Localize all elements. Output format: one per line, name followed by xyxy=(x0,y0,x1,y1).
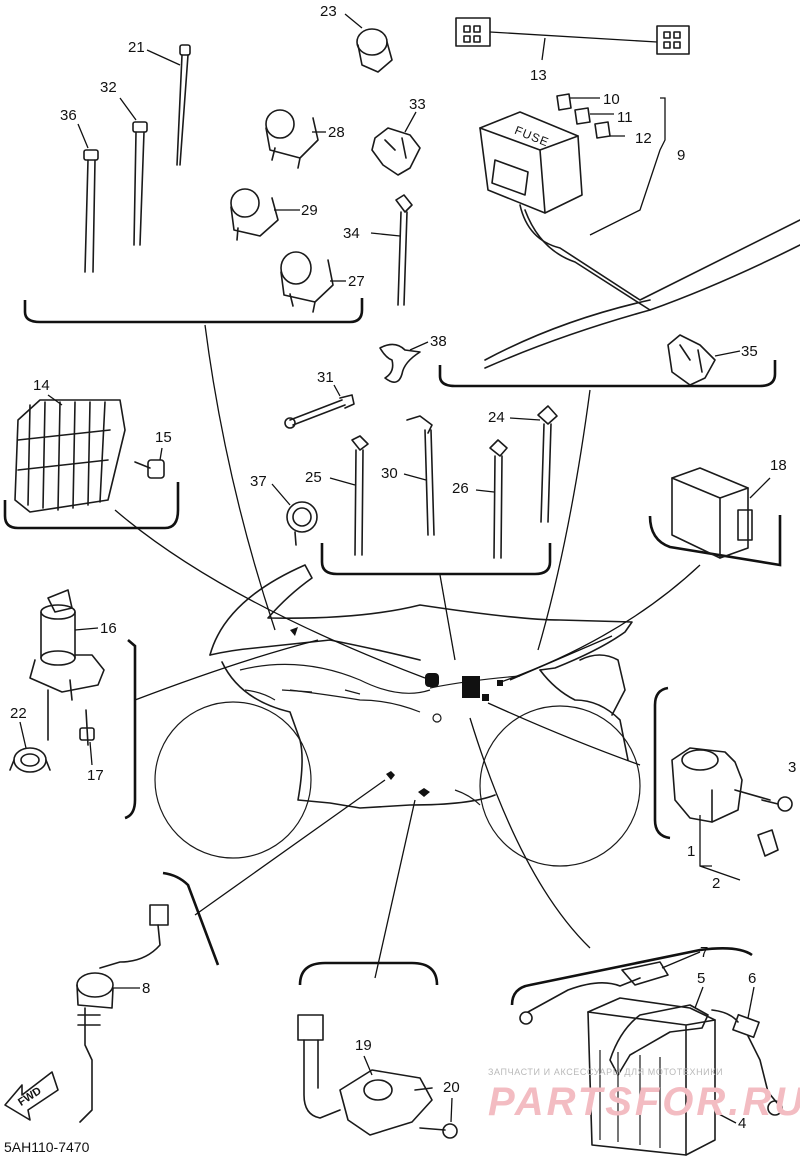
callout-17: 17 xyxy=(87,767,104,784)
callout-1: 1 xyxy=(687,843,695,860)
battery-lead-6 xyxy=(711,1009,783,1116)
leader-relay-group xyxy=(699,815,741,881)
ground-lead-31 xyxy=(284,394,355,429)
cable-tie-36 xyxy=(83,149,99,273)
watermark-line2: PARTSFOR.RU xyxy=(488,1080,800,1124)
coupler-13 xyxy=(455,17,690,55)
callout-6: 6 xyxy=(748,970,756,987)
cable-tie-26 xyxy=(489,439,508,559)
group-bracket-left-key xyxy=(124,639,137,820)
callout-4: 4 xyxy=(738,1115,746,1132)
main-switch-16 xyxy=(29,589,105,741)
callout-37: 37 xyxy=(250,473,267,490)
holder-37 xyxy=(286,501,318,546)
callout-20: 20 xyxy=(443,1079,460,1096)
group-bracket-right-relay xyxy=(653,686,671,840)
clamp-27 xyxy=(280,251,334,313)
callout-27: 27 xyxy=(348,273,365,290)
callout-labels: 1 2 3 4 5 6 7 8 9 10 11 12 13 14 15 16 1… xyxy=(10,3,796,1132)
battery-lead-7 xyxy=(519,961,669,1025)
clamp-23 xyxy=(356,28,393,73)
callout-22: 22 xyxy=(10,705,27,722)
bolt-3 xyxy=(761,796,793,812)
battery-band-5 xyxy=(609,1004,709,1076)
cable-tie-30 xyxy=(406,415,435,536)
callout-32: 32 xyxy=(100,79,117,96)
group-bracket-lower-left xyxy=(162,871,220,966)
relay-18 xyxy=(671,467,753,559)
cable-tie-24 xyxy=(537,405,558,523)
group-bracket-lower-right xyxy=(510,947,753,1006)
callout-35: 35 xyxy=(741,343,758,360)
cable-tie-21 xyxy=(176,44,191,166)
clip-33 xyxy=(371,127,421,176)
callout-8: 8 xyxy=(142,980,150,997)
callout-18: 18 xyxy=(770,457,787,474)
callout-7: 7 xyxy=(700,944,708,961)
callout-25: 25 xyxy=(305,469,322,486)
cover-2 xyxy=(757,829,779,857)
callout-26: 26 xyxy=(452,480,469,497)
callout-33: 33 xyxy=(409,96,426,113)
group-bracket-right-upper xyxy=(648,515,782,567)
fuse-12 xyxy=(594,121,611,139)
callout-10: 10 xyxy=(603,91,620,108)
bolt-17 xyxy=(79,709,95,746)
callout-3: 3 xyxy=(788,759,796,776)
cable-tie-34 xyxy=(395,194,413,306)
fuse-label: FUSE xyxy=(513,123,552,149)
callout-36: 36 xyxy=(60,107,77,124)
rectifier-regulator-14 xyxy=(14,399,126,513)
cable-tie-25 xyxy=(351,435,369,556)
group-bracket-middle xyxy=(320,543,552,576)
bracket-22 xyxy=(9,747,51,773)
callout-19: 19 xyxy=(355,1037,372,1054)
fwd-label: FWD xyxy=(16,1085,44,1109)
callout-28: 28 xyxy=(328,124,345,141)
callout-12: 12 xyxy=(635,130,652,147)
fuse-10 xyxy=(556,93,572,111)
clip-38 xyxy=(379,343,421,383)
motorcycle-outline xyxy=(154,564,641,867)
callout-29: 29 xyxy=(301,202,318,219)
clip-35 xyxy=(667,334,716,386)
group-bracket-top-left xyxy=(23,298,364,324)
drawing-code: 5AH110-7470 xyxy=(4,1139,90,1155)
leader-lines xyxy=(114,324,701,979)
callout-leaders xyxy=(19,13,771,1124)
callout-5: 5 xyxy=(697,970,705,987)
fuse-box-9 xyxy=(479,111,800,369)
neutral-switch-8 xyxy=(76,904,169,1123)
clamp-29 xyxy=(230,188,279,241)
callout-24: 24 xyxy=(488,409,505,426)
callout-16: 16 xyxy=(100,620,117,637)
callout-21: 21 xyxy=(128,39,145,56)
cable-tie-32 xyxy=(132,121,148,246)
callout-15: 15 xyxy=(155,429,172,446)
watermark-line1: ЗАПЧАСТИ И АКСЕССУАРЫ ДЛЯ МОТОТЕХНИКИ xyxy=(488,1067,723,1077)
fwd-arrow-icon xyxy=(4,1071,59,1121)
callout-30: 30 xyxy=(381,465,398,482)
starter-relay-1 xyxy=(671,747,771,823)
fuse-11 xyxy=(574,107,591,125)
bolt-15 xyxy=(134,459,165,479)
callout-9: 9 xyxy=(677,147,685,164)
bolt-20 xyxy=(419,1123,458,1139)
callout-14: 14 xyxy=(33,377,50,394)
group-bracket-top-right xyxy=(438,360,777,388)
callout-11: 11 xyxy=(617,109,633,126)
callout-31: 31 xyxy=(317,369,334,386)
callout-2: 2 xyxy=(712,875,720,892)
coupler-19 xyxy=(297,1014,433,1136)
group-bracket-lower-mid xyxy=(298,961,439,986)
group-bracket-left-mid xyxy=(3,482,180,530)
leader-fuse-group xyxy=(570,97,666,236)
callout-38: 38 xyxy=(430,333,447,350)
callout-34: 34 xyxy=(343,225,360,242)
callout-13: 13 xyxy=(530,67,547,84)
callout-23: 23 xyxy=(320,3,337,20)
clamp-28 xyxy=(265,109,319,169)
